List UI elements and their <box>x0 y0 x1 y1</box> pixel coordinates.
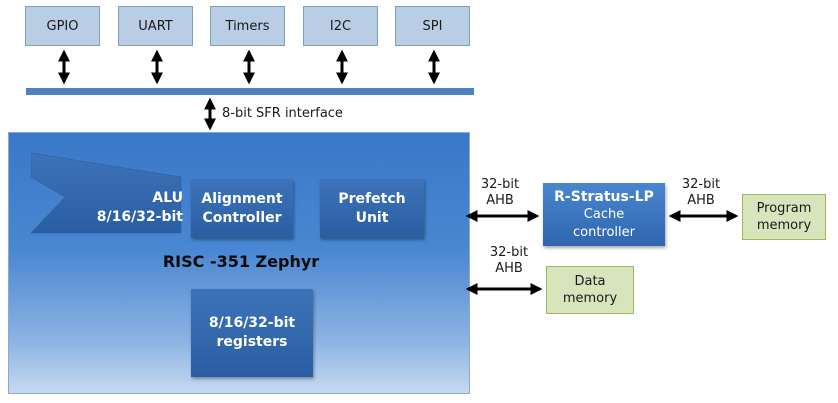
prefetch-label-2: Unit <box>355 209 389 226</box>
registers-label-2: registers <box>216 334 288 350</box>
uart-block: UART <box>118 6 193 46</box>
prefetch-label-1: Prefetch <box>338 190 406 207</box>
registers-label-1: 8/16/32-bit <box>208 315 296 331</box>
timers-block: Timers <box>210 6 285 46</box>
registers-block: 8/16/32-bit registers <box>191 289 313 377</box>
alu-width-label: 8/16/32-bit <box>96 209 183 225</box>
data-memory-label-2: memory <box>562 291 618 306</box>
program-memory: Program memory <box>742 194 826 240</box>
cache-label-2: Cache <box>583 206 625 222</box>
cache-controller: R-Stratus-LP Cache controller <box>543 183 665 246</box>
alignment-label-2: Controller <box>202 209 282 226</box>
gpio-block: GPIO <box>25 6 100 46</box>
cache-program-bus-type: AHB <box>687 193 715 208</box>
cpu-title: RISC -351 Zephyr <box>162 252 320 271</box>
spi-label: SPI <box>422 18 443 34</box>
cache-program-bus-width: 32-bit <box>681 177 721 192</box>
timers-label: Timers <box>225 18 270 34</box>
sfr-bus <box>26 88 474 95</box>
data-memory: Data memory <box>546 266 634 314</box>
cache-label-3: controller <box>572 224 636 240</box>
program-memory-label-2: memory <box>756 218 812 233</box>
spi-block: SPI <box>395 6 470 46</box>
cpu-data-bus-type: AHB <box>495 261 523 276</box>
cpu-cache-bus-label: 32-bit AHB <box>478 177 522 209</box>
gpio-label: GPIO <box>46 18 79 34</box>
sfr-interface-label: 8-bit SFR interface <box>222 106 343 121</box>
cpu-cache-bus-type: AHB <box>486 193 514 208</box>
uart-label: UART <box>138 18 173 34</box>
cpu-data-bus-width: 32-bit <box>489 245 529 260</box>
prefetch-unit: Prefetch Unit <box>320 179 424 238</box>
data-memory-label-1: Data <box>574 274 606 289</box>
cpu-cache-bus-width: 32-bit <box>480 177 520 192</box>
cache-program-bus-label: 32-bit AHB <box>679 177 723 209</box>
alu-text: ALU 8/16/32-bit <box>53 189 183 227</box>
program-memory-label-1: Program <box>756 201 812 216</box>
alu-label: ALU <box>152 190 183 206</box>
cache-title: R-Stratus-LP <box>554 188 654 205</box>
alu-shape <box>31 153 182 234</box>
cpu-core: ALU 8/16/32-bit Alignment Controller Pre… <box>8 132 470 394</box>
i2c-label: I2C <box>329 18 352 34</box>
alignment-controller: Alignment Controller <box>191 179 293 238</box>
i2c-block: I2C <box>303 6 378 46</box>
alignment-label-1: Alignment <box>201 190 283 207</box>
cpu-data-bus-label: 32-bit AHB <box>487 245 531 277</box>
